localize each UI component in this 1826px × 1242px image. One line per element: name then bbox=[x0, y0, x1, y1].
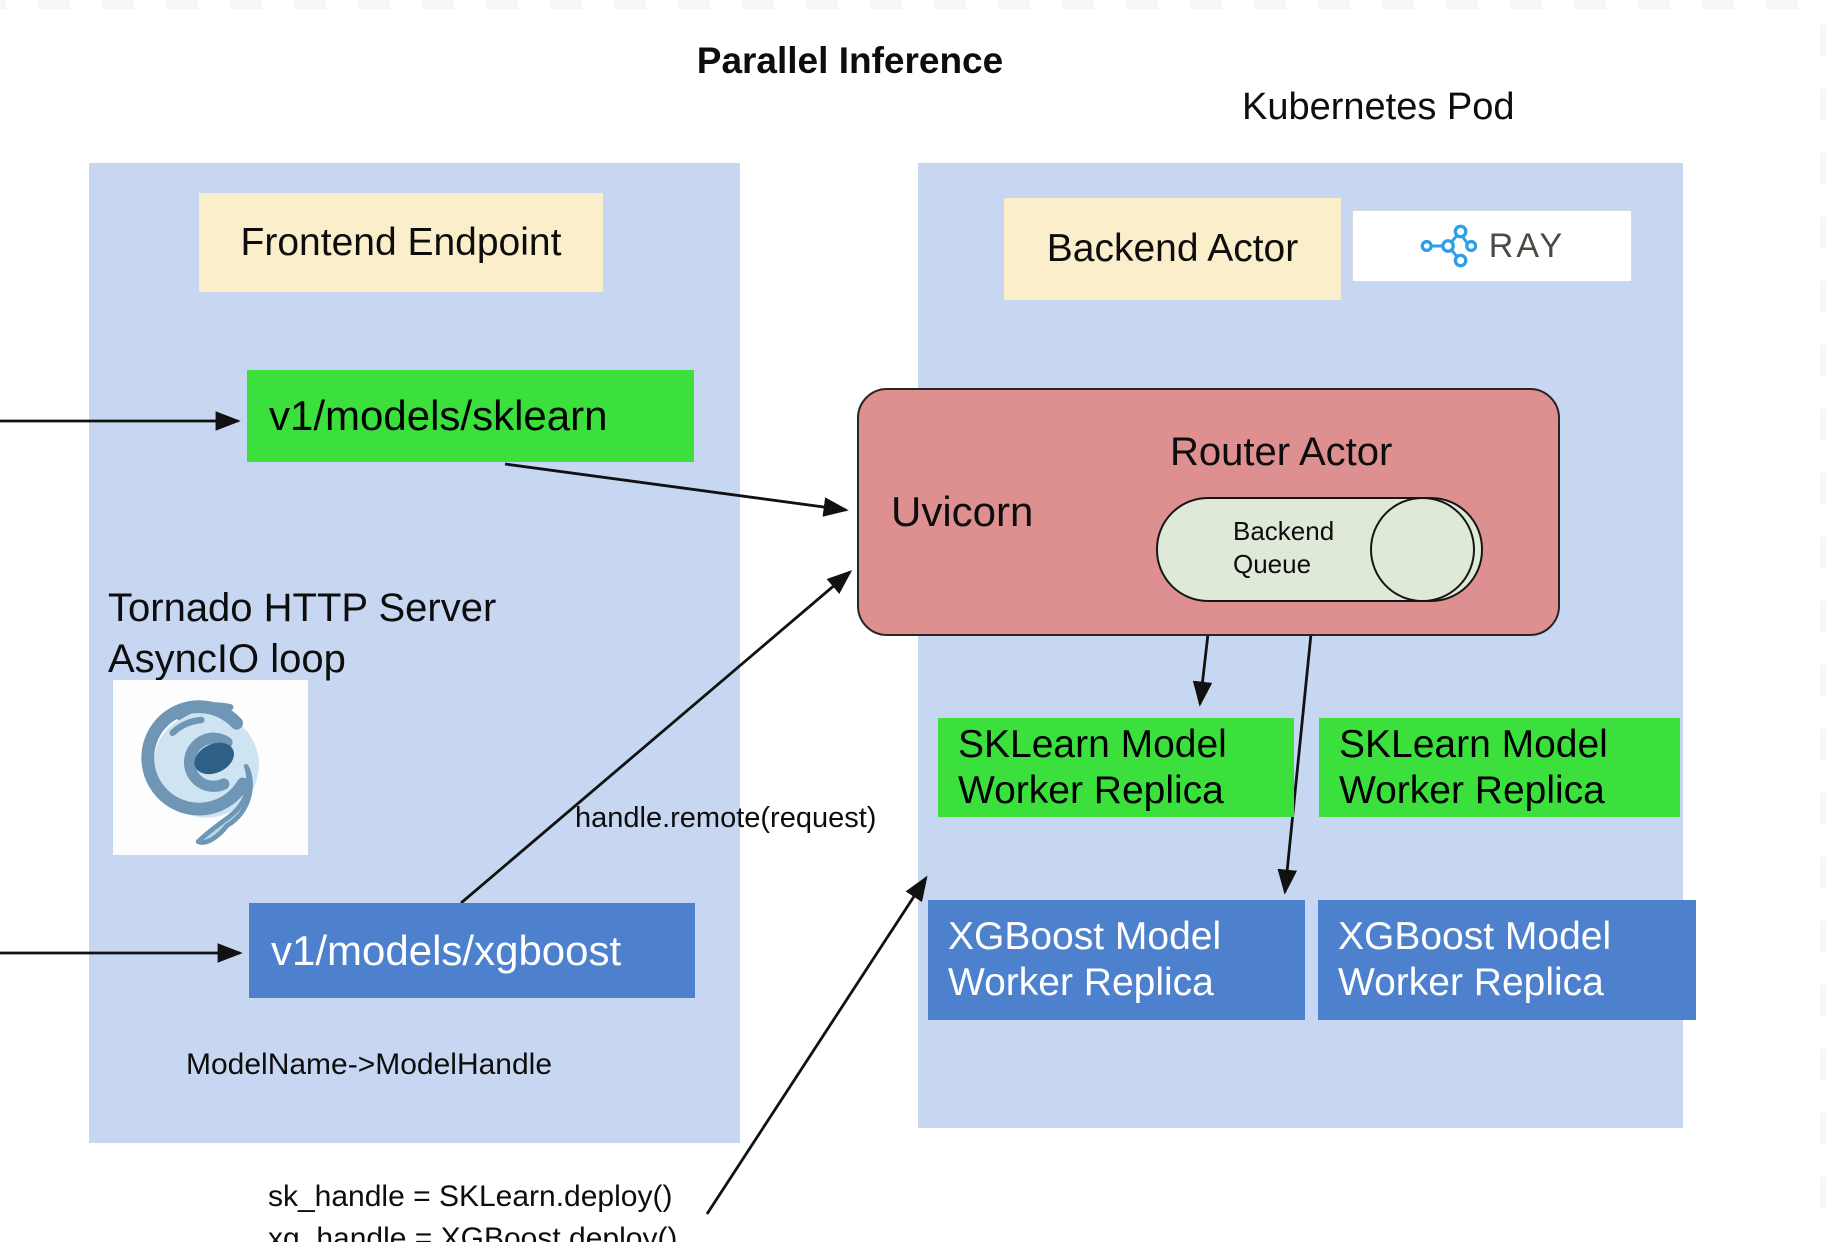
diagram-title: Parallel Inference bbox=[696, 40, 1004, 81]
xgboost-endpoint-label: v1/models/xgboost bbox=[271, 926, 622, 974]
worker-label-line1: XGBoost Model bbox=[1338, 915, 1612, 958]
handle-remote-annotation: handle.remote(request) bbox=[575, 802, 877, 834]
worker-label-line2: Worker Replica bbox=[1339, 768, 1605, 812]
deploy-annotation-line2: xg_handle = XGBoost.deploy() bbox=[268, 1222, 678, 1242]
backend-actor-box: Backend Actor bbox=[1004, 198, 1341, 300]
model-map-caption: ModelName->ModelHandle bbox=[186, 1048, 553, 1081]
xgboost-endpoint-box: v1/models/xgboost bbox=[249, 903, 695, 998]
sklearn-worker-replica-1: SKLearn Model Worker Replica bbox=[938, 718, 1294, 817]
backend-queue-label: Backend Queue bbox=[1233, 515, 1334, 581]
deploy-annotation-line1: sk_handle = SKLearn.deploy() bbox=[268, 1180, 673, 1213]
backend-queue-label-line2: Queue bbox=[1233, 549, 1312, 579]
frontend-endpoint-box: Frontend Endpoint bbox=[199, 193, 603, 292]
worker-label-line1: XGBoost Model bbox=[948, 915, 1222, 958]
backend-queue-cylinder-cap bbox=[1370, 497, 1475, 602]
worker-label-line2: Worker Replica bbox=[1338, 961, 1604, 1004]
backend-queue-label-line1: Backend bbox=[1233, 516, 1335, 546]
xgboost-worker-replica-1: XGBoost Model Worker Replica bbox=[928, 900, 1305, 1020]
ray-logo-text: RAY bbox=[1488, 226, 1566, 265]
tornado-caption-line2: AsyncIO loop bbox=[108, 637, 346, 681]
sklearn-endpoint-label: v1/models/sklearn bbox=[269, 392, 608, 439]
worker-label-line1: SKLearn Model bbox=[958, 722, 1227, 766]
sklearn-endpoint-box: v1/models/sklearn bbox=[247, 370, 694, 462]
backend-actor-label: Backend Actor bbox=[1046, 227, 1299, 270]
transparency-checker-top bbox=[0, 0, 1826, 9]
worker-label-line1: SKLearn Model bbox=[1339, 722, 1608, 766]
uvicorn-label: Uvicorn bbox=[891, 488, 1034, 535]
router-actor-label: Router Actor bbox=[1170, 430, 1393, 474]
xgboost-worker-replica-2: XGBoost Model Worker Replica bbox=[1318, 900, 1696, 1020]
tornado-caption-line1: Tornado HTTP Server bbox=[108, 586, 497, 630]
transparency-checker-right bbox=[1820, 0, 1826, 1242]
sklearn-worker-replica-2: SKLearn Model Worker Replica bbox=[1319, 718, 1680, 817]
tornado-swirl-icon bbox=[140, 699, 259, 845]
worker-label-line2: Worker Replica bbox=[958, 768, 1224, 812]
tornado-logo bbox=[113, 680, 308, 855]
tornado-server-caption: Tornado HTTP Server AsyncIO loop bbox=[108, 583, 496, 685]
worker-label-line2: Worker Replica bbox=[948, 961, 1214, 1004]
frontend-endpoint-label: Frontend Endpoint bbox=[240, 220, 562, 264]
ray-logo-box: RAY bbox=[1352, 210, 1632, 282]
kubernetes-pod-label: Kubernetes Pod bbox=[1242, 86, 1515, 128]
ray-nodes-icon bbox=[1420, 224, 1477, 268]
